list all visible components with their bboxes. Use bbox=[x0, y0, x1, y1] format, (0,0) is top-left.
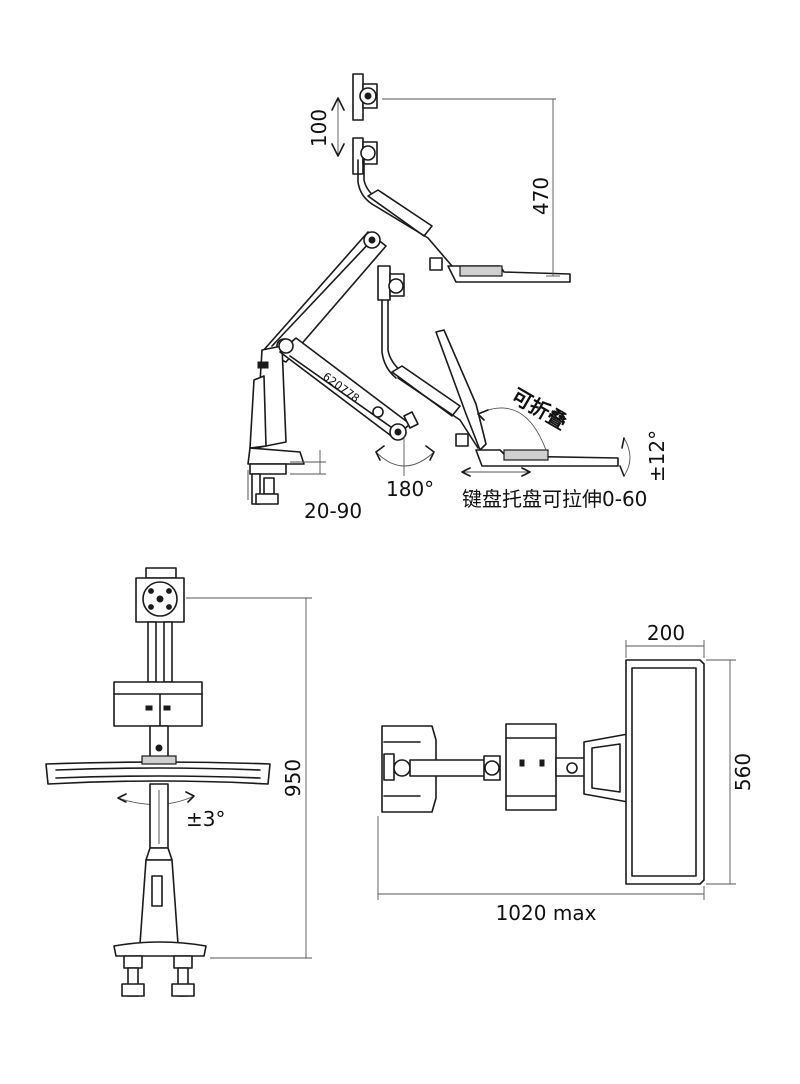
top-keyboard-tray bbox=[625, 659, 705, 885]
front-clamps bbox=[121, 955, 195, 997]
dimension-tray-depth: 200 bbox=[647, 621, 685, 645]
side-view: 470 100 2 bbox=[247, 73, 669, 523]
dimension-reach: 1020 max bbox=[496, 901, 597, 925]
desk-clamp bbox=[247, 463, 287, 505]
tray-extend-label: 键盘托盘可拉伸0-60 bbox=[462, 487, 647, 511]
upper-keyboard-platform bbox=[367, 189, 571, 283]
front-control-box bbox=[113, 681, 203, 727]
front-column bbox=[113, 783, 207, 957]
top-view: 200 560 1020 max bbox=[377, 621, 755, 925]
dimension-clamp-thickness: 20-90 bbox=[304, 499, 362, 523]
dimension-tray-width: 560 bbox=[731, 753, 755, 791]
lower-keyboard-platform bbox=[391, 329, 619, 467]
front-view: ±3° 950 bbox=[45, 567, 312, 997]
front-keyboard-tray bbox=[45, 755, 271, 785]
dimension-height-adjust: 100 bbox=[307, 109, 331, 147]
lower-monitor-mount bbox=[377, 265, 405, 379]
mount-column bbox=[247, 345, 305, 465]
rotation-label: 180° bbox=[386, 477, 434, 501]
upper-monitor-mount bbox=[352, 73, 378, 205]
foldable-label: 可折叠 bbox=[508, 384, 572, 435]
top-monitor-head bbox=[381, 725, 437, 813]
dimension-total-height: 950 bbox=[281, 759, 305, 797]
top-control-box bbox=[505, 723, 557, 811]
top-joint bbox=[483, 755, 501, 781]
lower-arm: 620778 bbox=[278, 337, 411, 441]
dimension-lift-range: 470 bbox=[529, 177, 553, 215]
swivel-label: ±3° bbox=[186, 807, 225, 831]
vesa-plate bbox=[135, 567, 185, 623]
tilt-label: ±12° bbox=[645, 430, 669, 482]
